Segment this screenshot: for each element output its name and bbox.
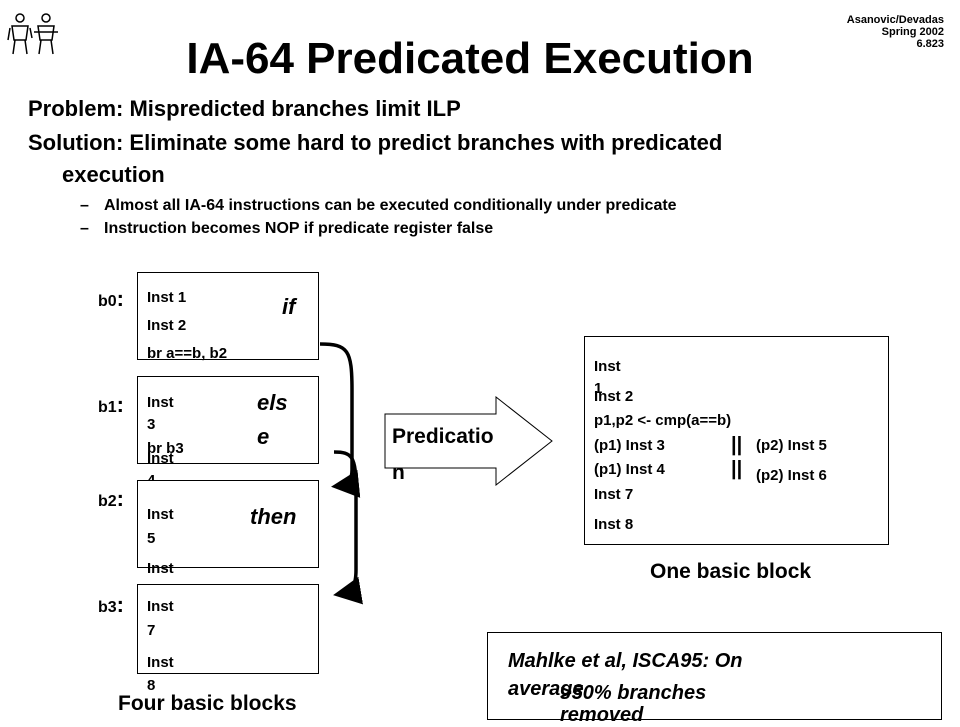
keyword-then: then	[250, 504, 297, 529]
caption-four-basic-blocks: Four basic blocks	[118, 692, 297, 715]
branch-arrows	[319, 342, 364, 605]
bb-p2-inst5: (p2) Inst 5	[756, 437, 827, 454]
keyword-if: if	[282, 294, 296, 319]
note-box	[487, 632, 942, 720]
bb-inst1-a: Inst	[594, 358, 621, 375]
note-line3: removed	[560, 704, 644, 726]
header-info: Asanovic/Devadas Spring 2002 6.823	[847, 14, 944, 50]
block-b2	[137, 480, 319, 568]
b2-line-3: Inst	[147, 560, 174, 577]
b1-line-4: Inst	[147, 450, 174, 467]
bb-p1-inst3: (p1) Inst 3	[594, 437, 665, 454]
note-line2b: >50% branches	[560, 682, 707, 704]
b3-line-3: Inst	[147, 654, 174, 671]
b3-line-1: Inst	[147, 598, 174, 615]
block-b0	[137, 272, 319, 360]
slide-title: IA-64 Predicated Execution	[186, 34, 754, 83]
b2-line-1: Inst	[147, 506, 174, 523]
bb-inst1-b: 1	[594, 380, 603, 397]
b3-line-4: 8	[147, 677, 156, 694]
header-term: Spring 2002	[881, 26, 944, 38]
note-line2a: average	[508, 678, 584, 700]
b1-line-3: br b3	[147, 440, 184, 457]
predication-label-line1: Predicatio	[392, 425, 494, 448]
keyword-else-part2: e	[257, 424, 270, 449]
bb-p1-inst4: (p1) Inst 4	[594, 461, 665, 478]
header-authors: Asanovic/Devadas	[846, 14, 944, 26]
solution-text-line1: Solution: Eliminate some hard to predict…	[28, 130, 723, 155]
block-label-b0: b0:	[98, 286, 124, 311]
block-b3	[137, 584, 319, 674]
b0-line-2: Inst 2	[147, 317, 187, 334]
block-label-b3: b3:	[98, 592, 124, 617]
bb-p2-inst6: (p2) Inst 6	[756, 467, 827, 484]
bb-cmp: p1,p2 <- cmp(a==b)	[594, 412, 732, 429]
bb-inst2: Inst 2	[594, 388, 634, 405]
bb-inst8: Inst 8	[594, 516, 634, 533]
b0-line-1: Inst 1	[147, 289, 187, 306]
b1-line-2: 3	[147, 416, 156, 433]
solution-text-line2: execution	[62, 162, 165, 187]
bullet-1: Almost all IA-64 instructions can be exe…	[104, 197, 677, 214]
header-course: 6.823	[916, 38, 944, 50]
b2-line-2: 5	[147, 530, 156, 547]
combined-basic-block	[584, 336, 889, 545]
branch-arrow-b0-to-b2	[319, 342, 361, 498]
bb-parallel-sep-1: ||	[731, 434, 743, 456]
branch-arrow-b1-to-b3	[333, 450, 364, 605]
bullet-dash-2: –	[80, 220, 89, 237]
predication-arrow-icon	[384, 396, 553, 486]
b0-line-3: br a==b, b2	[147, 345, 228, 362]
bullet-dash-1: –	[80, 197, 89, 214]
mit-logo-icon	[7, 13, 58, 55]
caption-one-basic-block: One basic block	[650, 560, 812, 583]
keyword-else-part1: els	[257, 390, 288, 415]
block-label-b1: b1:	[98, 392, 124, 417]
bb-inst7: Inst 7	[594, 486, 634, 503]
block-label-b2: b2:	[98, 486, 124, 511]
bullet-2: Instruction becomes NOP if predicate reg…	[104, 220, 494, 237]
b3-line-2: 7	[147, 622, 156, 639]
b1-line-1: Inst	[147, 394, 174, 411]
note-line1: Mahlke et al, ISCA95: On	[508, 650, 743, 672]
block-b1	[137, 376, 319, 464]
problem-text: Problem: Mispredicted branches limit ILP	[28, 96, 461, 121]
predication-label-line2: n	[392, 461, 405, 484]
bb-parallel-sep-2: ||	[731, 458, 743, 480]
